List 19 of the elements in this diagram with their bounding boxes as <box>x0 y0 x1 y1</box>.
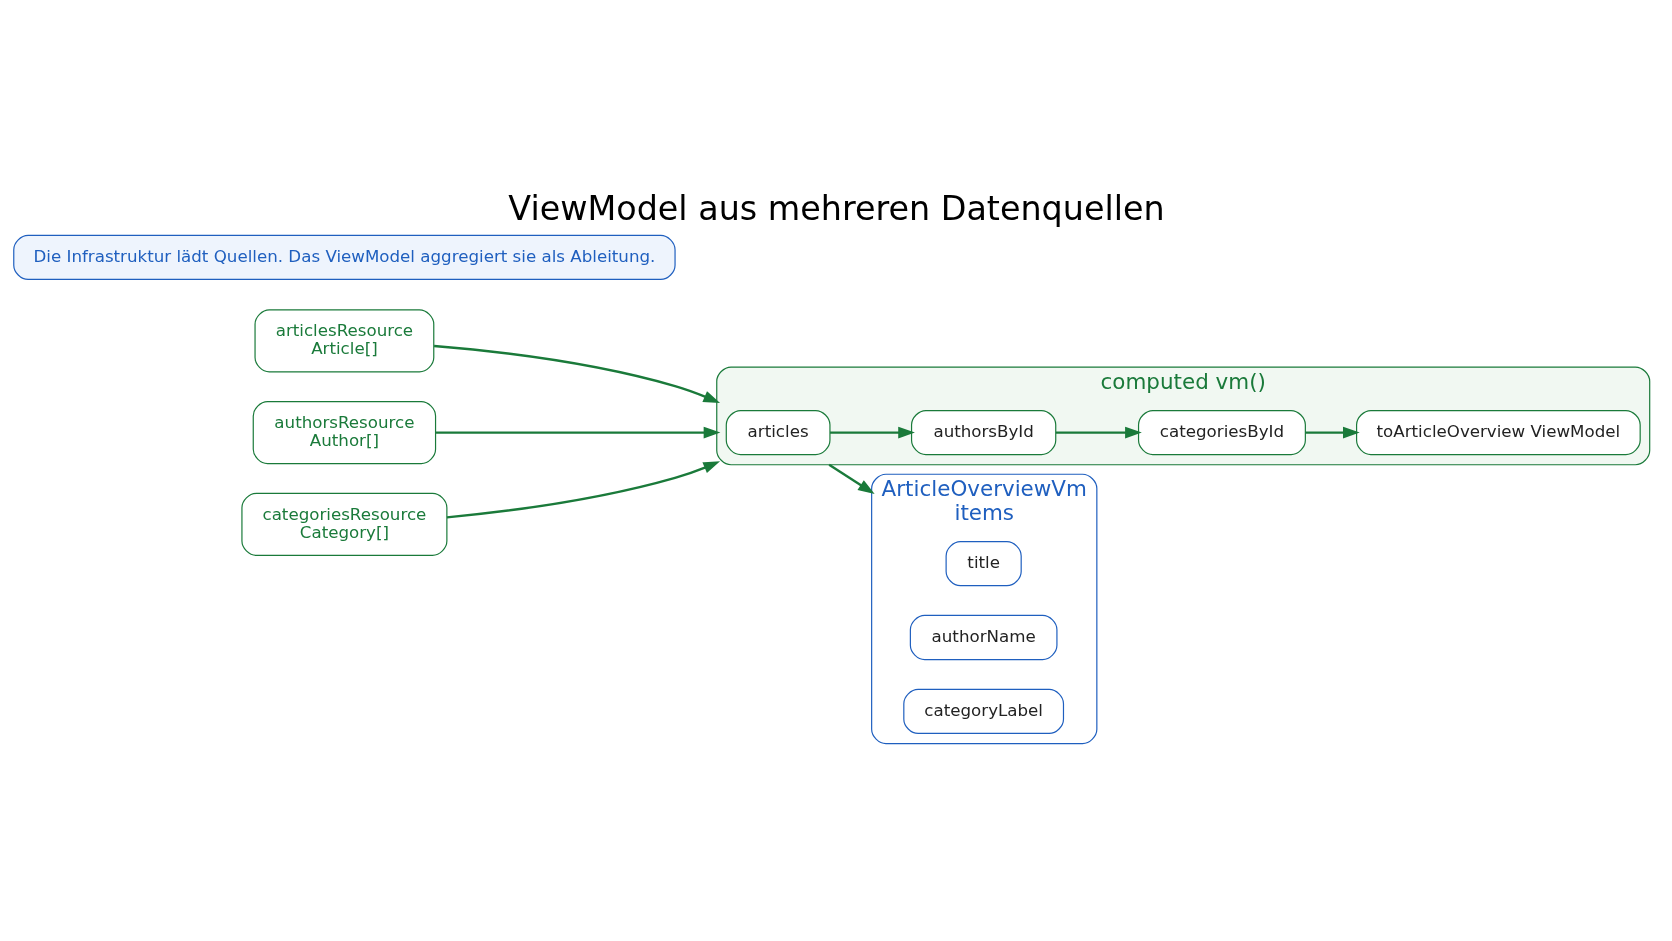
arrow <box>828 463 875 494</box>
node-box: title <box>945 540 1022 586</box>
node-box: toArticleOverview ViewModel <box>1355 409 1641 455</box>
arrow <box>1304 426 1360 438</box>
arrow <box>446 460 720 519</box>
node-box: Die Infrastruktur lädt Quellen. Das ViewModel aggregiert sie als Ableitung. <box>12 234 676 280</box>
node-box: categoryLabel <box>902 688 1064 734</box>
node-box: authorsResource Author[] <box>252 400 436 464</box>
diagram-title: ViewModel aus mehreren Datenquellen <box>507 188 1165 228</box>
arrow <box>435 426 720 438</box>
arrow <box>433 344 720 403</box>
node-box: authorsById <box>910 409 1056 455</box>
node-box: authorName <box>909 614 1058 660</box>
node-box: categoriesResource Category[] <box>240 492 447 556</box>
node-box: categoriesById <box>1137 409 1306 455</box>
node-box: articlesResource Article[] <box>253 308 434 372</box>
node-box: articles <box>725 409 831 455</box>
arrow <box>829 426 915 438</box>
arrow <box>1055 426 1142 438</box>
